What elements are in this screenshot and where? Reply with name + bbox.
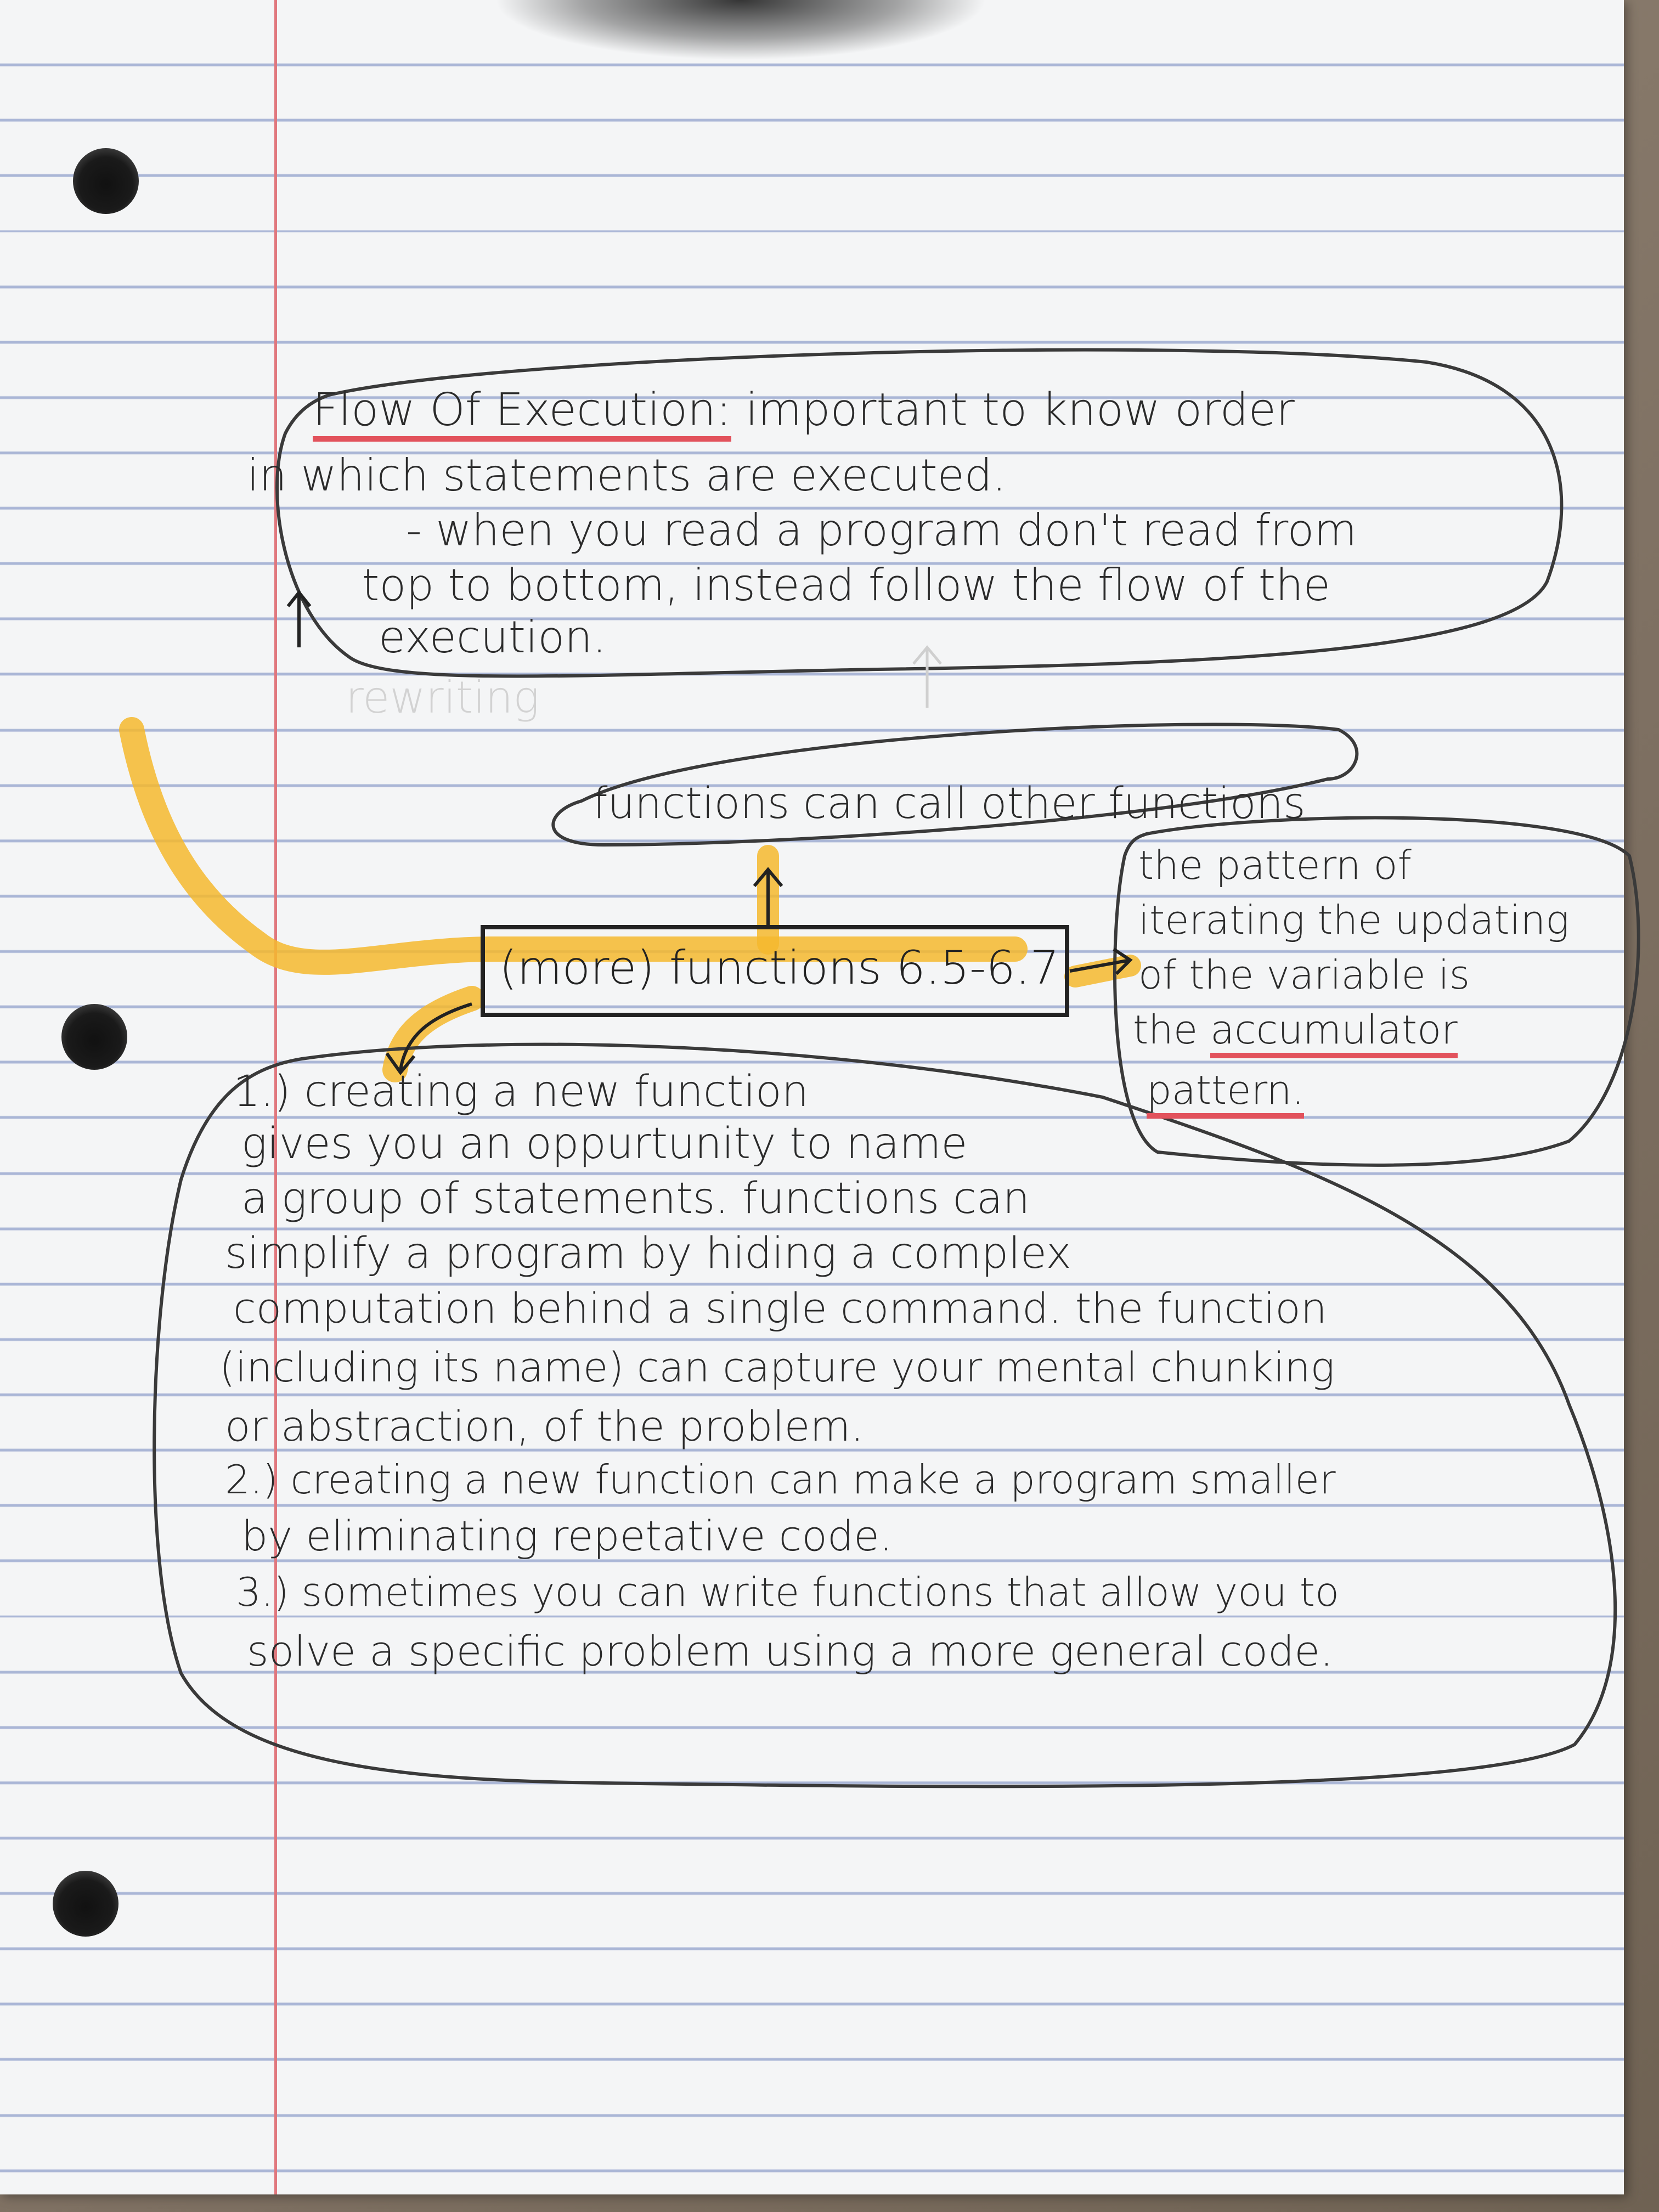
flow-line: - when you read a program don't read fro…: [406, 505, 1357, 556]
up-arrow-icon: [753, 867, 783, 927]
flow-line: execution.: [379, 612, 607, 663]
main-line: 1.) creating a new function: [233, 1067, 809, 1116]
down-arrow-icon: [385, 1002, 472, 1075]
flow-bubble-outline: [275, 348, 1564, 678]
faded-text: rewriting: [346, 672, 540, 723]
right-arrow-icon: [1069, 947, 1133, 975]
faded-arrow-icon: [912, 645, 942, 708]
margin-line: [274, 0, 277, 2194]
main-line: or abstraction, of the problem.: [225, 1402, 864, 1451]
accumulator-term: pattern.: [1147, 1067, 1305, 1119]
main-line: a group of statements. functions can: [241, 1174, 1030, 1223]
main-line: 2.) creating a new function can make a p…: [225, 1457, 1336, 1503]
flow-line: important to know order: [745, 384, 1295, 436]
punch-hole-bottom: [53, 1871, 119, 1937]
accumulator-line: the pattern of: [1138, 842, 1412, 888]
center-box-outline: [481, 925, 1069, 1017]
accumulator-line: of the variable is: [1138, 952, 1470, 998]
main-line: gives you an oppurtunity to name: [241, 1119, 968, 1169]
punch-hole-middle: [61, 1004, 127, 1070]
flow-line: top to bottom, instead follow the flow o…: [362, 560, 1330, 611]
call-bubble-outline: [551, 723, 1359, 847]
accumulator-bubble-outline: [1113, 816, 1640, 1167]
main-line: simplify a program by hiding a complex: [225, 1229, 1071, 1278]
call-note: functions can call other functions: [592, 779, 1306, 828]
punch-hole-top: [73, 148, 139, 214]
main-line: solve a specific problem using a more ge…: [247, 1627, 1334, 1675]
main-line: computation behind a single command. the…: [233, 1284, 1327, 1333]
accumulator-term: accumulator: [1210, 1007, 1458, 1058]
main-line: 3.) sometimes you can write functions th…: [236, 1569, 1340, 1615]
main-line: by eliminating repetative code.: [241, 1511, 893, 1560]
accumulator-term-line: the accumulator: [1133, 1007, 1458, 1058]
shadow-shape: [494, 0, 988, 60]
up-arrow-icon: [286, 590, 312, 647]
center-topic: (more) functions 6.5-6.7: [499, 941, 1059, 995]
flow-line: in which statements are executed.: [247, 450, 1007, 501]
main-line: (including its name) can capture your me…: [219, 1344, 1335, 1391]
accumulator-line: the: [1133, 1007, 1198, 1053]
highlighter-connector-down: [382, 986, 484, 1082]
notebook-page: [0, 0, 1624, 2194]
highlighter-connector: [119, 717, 1028, 975]
flow-heading: Flow Of Execution:: [313, 384, 731, 442]
accumulator-pattern-line: pattern.: [1147, 1067, 1305, 1119]
accumulator-line: iterating the updating: [1138, 897, 1570, 943]
flow-heading-line: Flow Of Execution: important to know ord…: [313, 384, 1295, 442]
main-bubble-outline: [153, 1042, 1617, 1788]
